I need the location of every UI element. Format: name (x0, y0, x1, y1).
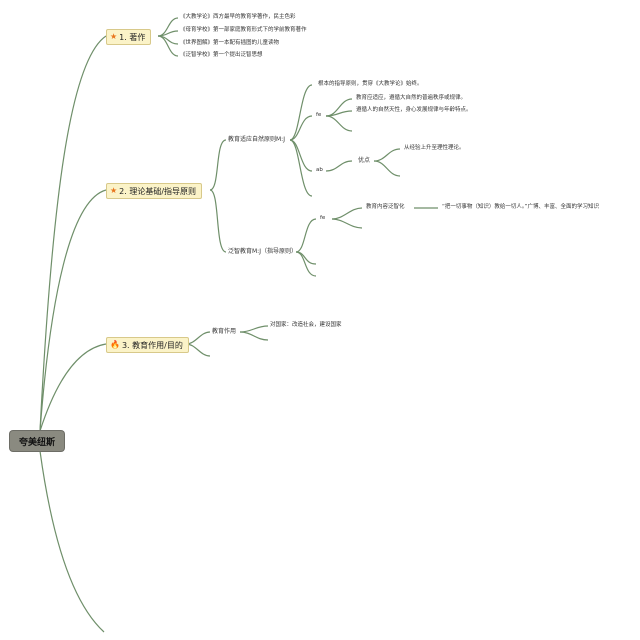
education-role-note[interactable]: 对国家：改造社会，建设国家 (270, 322, 342, 328)
link-purpose-role (185, 331, 211, 345)
works-item[interactable]: 《世界图解》第一本配有插图的儿童读物 (180, 40, 280, 46)
link-pansophia-fe (295, 218, 317, 253)
works-item[interactable]: 《泛智学校》第一个提出泛智思想 (180, 52, 263, 58)
link-role-note (239, 325, 269, 333)
link-fe-extra (331, 218, 363, 229)
root-label: 夸美纽斯 (18, 437, 55, 448)
fire-icon: 🔥 (110, 340, 120, 349)
link-works-item4 (157, 35, 179, 57)
branch-works[interactable]: ★ 1. 著作 (106, 29, 152, 45)
branch-theory[interactable]: ★ 2. 理论基础/指导原则 (106, 183, 203, 199)
link-ab-advantage (325, 160, 353, 172)
link-root-tail (39, 450, 105, 633)
link-pansophia-extra1 (295, 251, 317, 265)
link-theory-nature (209, 139, 227, 191)
link-nature-fe (289, 115, 313, 141)
link-advantage-note (373, 148, 401, 162)
content-pansophia-node[interactable]: 教育内容泛智化 (366, 204, 405, 210)
link-theory-pansophia (209, 189, 227, 253)
education-role-node[interactable]: 教育作用 (212, 328, 237, 335)
link-fe-item2 (325, 110, 353, 117)
link-fe-item3 (325, 115, 353, 132)
branch-theory-label: 2. 理论基础/指导原则 (119, 186, 197, 196)
link-pansophia-extra2 (295, 251, 317, 277)
nature-ab-node[interactable]: ab (316, 167, 323, 173)
advantage-note[interactable]: 从经验上升至理性理论。 (404, 145, 465, 151)
link-role-extra (239, 331, 269, 341)
link-root-works (39, 35, 107, 432)
content-pansophia-note[interactable]: “把一切事物（知识）教给一切人。”广博、丰富、全面的学习知识 (442, 204, 599, 210)
link-works-item2 (157, 30, 179, 37)
link-nature-extra (289, 139, 313, 197)
nature-fe-node[interactable]: fe (316, 112, 322, 118)
works-item[interactable]: 《大教学论》西方最早的教育学著作，民主色彩 (180, 14, 296, 20)
link-root-theory (39, 189, 107, 432)
link-root-purpose (39, 343, 107, 432)
root-node[interactable]: 夸美纽斯 (10, 431, 64, 451)
link-nature-note (289, 84, 313, 141)
nature-fe-item[interactable]: 遵循人的自然天性，身心发展规律与年龄特点。 (356, 107, 472, 113)
nature-fe-item[interactable]: 教育应适应，遵循大自然的普遍秩序或规律。 (356, 95, 467, 101)
branch-purpose[interactable]: 🔥 3. 教育作用/目的 (106, 337, 189, 353)
nature-note[interactable]: 根本的指导原则，贯穿《大教学论》始终。 (318, 81, 423, 87)
link-advantage-extra (373, 160, 401, 177)
link-purpose-extra (185, 343, 211, 357)
link-nature-ab (289, 139, 313, 172)
link-fe-content (331, 207, 363, 220)
advantage-node[interactable]: 优点 (358, 157, 371, 164)
branch-purpose-label: 3. 教育作用/目的 (121, 340, 183, 350)
branch-works-label: 1. 著作 (119, 32, 146, 42)
star-icon: ★ (110, 32, 118, 41)
star-icon: ★ (110, 186, 118, 195)
pansophia-principle-node[interactable]: 泛智教育M:J（指导原则） (228, 248, 297, 255)
nature-principle-node[interactable]: 教育适应自然原则M:J (228, 136, 285, 143)
works-item[interactable]: 《母育学校》第一部家庭教育形式下的学前教育著作 (180, 27, 307, 33)
pansophia-fe-node[interactable]: fe (320, 215, 326, 221)
